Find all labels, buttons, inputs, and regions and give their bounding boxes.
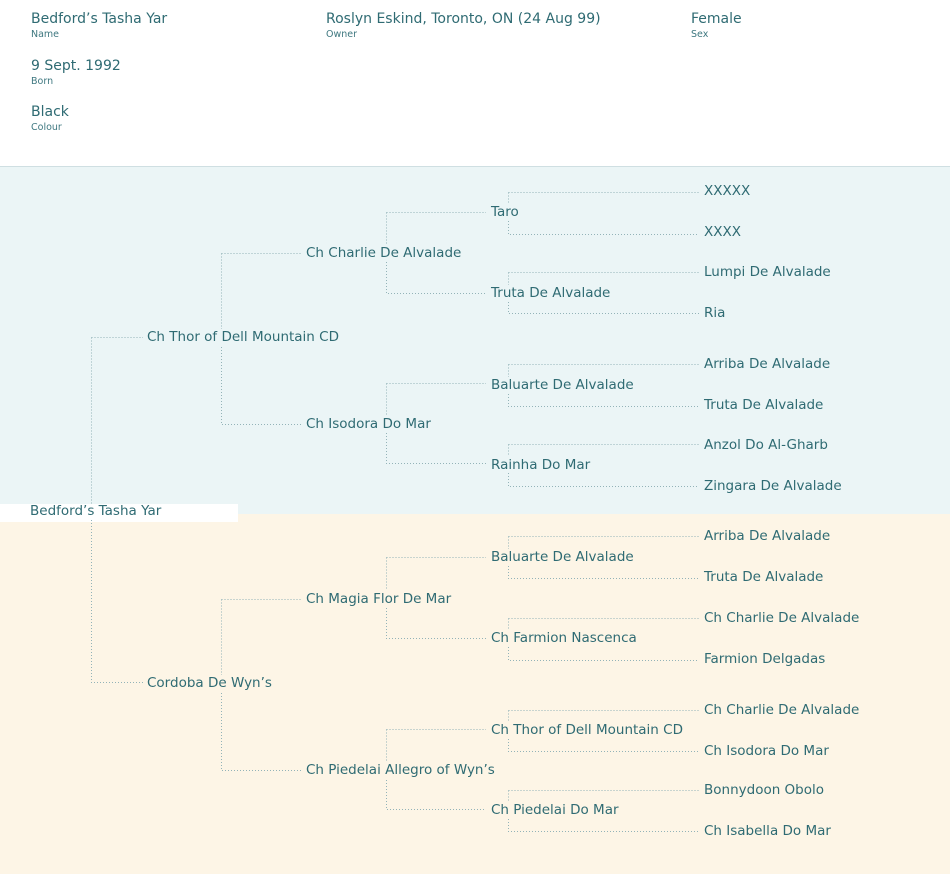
born-label: Born: [31, 76, 54, 87]
name-value: Bedford’s Tasha Yar: [31, 11, 168, 27]
ancestor-sdsd-name[interactable]: Truta De Alvalade: [704, 397, 824, 413]
owner-value: Roslyn Eskind, Toronto, ON (24 Aug 99): [326, 11, 601, 27]
ancestor-dds-name[interactable]: Ch Thor of Dell Mountain CD: [491, 722, 683, 738]
paternal-grandsire-name[interactable]: Ch Charlie De Alvalade: [306, 245, 462, 261]
ancestor-sddd-name[interactable]: Zingara De Alvalade: [704, 478, 842, 494]
owner-field: Roslyn Eskind, Toronto, ON (24 Aug 99) O…: [326, 11, 601, 41]
ancestor-sss-name[interactable]: Taro: [491, 204, 519, 220]
subject-name[interactable]: Bedford’s Tasha Yar: [30, 503, 162, 519]
name-label: Name: [31, 29, 60, 40]
ancestor-ddd-name[interactable]: Ch Piedelai Do Mar: [491, 802, 619, 818]
paternal-granddam-name[interactable]: Ch Isodora Do Mar: [306, 416, 431, 432]
name-field: Bedford’s Tasha Yar Name: [31, 11, 167, 41]
ancestor-sdss-name[interactable]: Arriba De Alvalade: [704, 356, 831, 372]
ancestor-dddd-name[interactable]: Ch Isabella Do Mar: [704, 823, 831, 839]
ancestor-ssss-name[interactable]: XXXXX: [704, 183, 751, 199]
born-field: 9 Sept. 1992 Born: [31, 58, 121, 88]
sire-name[interactable]: Ch Thor of Dell Mountain CD: [147, 329, 339, 345]
ancestor-ssd-name[interactable]: Truta De Alvalade: [491, 285, 611, 301]
ancestor-dsds-name[interactable]: Ch Charlie De Alvalade: [704, 610, 860, 626]
ancestor-sssd-name[interactable]: XXXX: [704, 224, 741, 240]
subject-label-background: [0, 504, 238, 522]
ancestor-ssdd-name[interactable]: Ria: [704, 305, 726, 321]
born-value: 9 Sept. 1992: [31, 58, 121, 74]
sex-label: Sex: [691, 29, 709, 40]
colour-field: Black Colour: [31, 104, 69, 134]
ancestor-ssds-name[interactable]: Lumpi De Alvalade: [704, 264, 831, 280]
ancestor-sdd-name[interactable]: Rainha Do Mar: [491, 457, 591, 473]
maternal-granddam-name[interactable]: Ch Piedelai Allegro of Wyn’s: [306, 762, 495, 778]
sex-value: Female: [691, 11, 742, 27]
ancestor-ddsd-name[interactable]: Ch Isodora Do Mar: [704, 743, 829, 759]
ancestor-sdds-name[interactable]: Anzol Do Al-Gharb: [704, 437, 828, 453]
dam-name[interactable]: Cordoba De Wyn’s: [147, 675, 272, 691]
maternal-grandsire-name[interactable]: Ch Magia Flor De Mar: [306, 591, 452, 607]
dam-side-band: [0, 514, 950, 874]
ancestor-ddds-name[interactable]: Bonnydoon Obolo: [704, 782, 825, 798]
colour-label: Colour: [31, 122, 62, 133]
sex-field: Female Sex: [691, 11, 742, 41]
ancestor-dsss-name[interactable]: Arriba De Alvalade: [704, 528, 831, 544]
ancestor-dsdd-name[interactable]: Farmion Delgadas: [704, 651, 826, 667]
ancestor-ddss-name[interactable]: Ch Charlie De Alvalade: [704, 702, 860, 718]
ancestor-dss-name[interactable]: Baluarte De Alvalade: [491, 549, 634, 565]
ancestor-sds-name[interactable]: Baluarte De Alvalade: [491, 377, 634, 393]
colour-value: Black: [31, 104, 69, 120]
ancestor-dssd-name[interactable]: Truta De Alvalade: [704, 569, 824, 585]
owner-label: Owner: [326, 29, 358, 40]
ancestor-dsd-name[interactable]: Ch Farmion Nascenca: [491, 630, 637, 646]
